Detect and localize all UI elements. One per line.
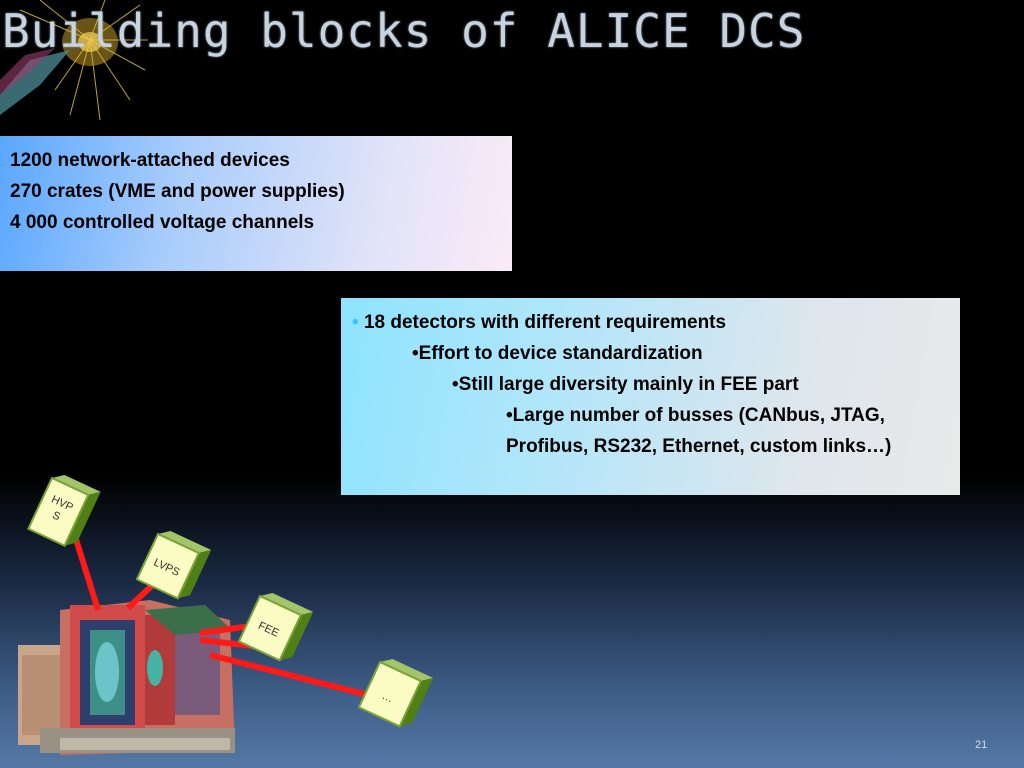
detector-diagram: HVP S LVPS FEE … bbox=[18, 474, 434, 755]
bullet-level-3: •Still large diversity mainly in FEE par… bbox=[452, 374, 799, 395]
summary-line: 4 000 controlled voltage channels bbox=[10, 212, 315, 233]
other-module: … bbox=[357, 658, 434, 728]
summary-line: 270 crates (VME and power supplies) bbox=[10, 181, 345, 202]
module-label: S bbox=[50, 509, 62, 523]
lvps-module: LVPS bbox=[135, 530, 212, 600]
fee-module: FEE bbox=[237, 592, 314, 662]
bullet-level-1: • 18 detectors with different requiremen… bbox=[352, 307, 960, 338]
collision-logo bbox=[0, 0, 148, 121]
page-number: 21 bbox=[975, 739, 988, 751]
alice-detector-illustration bbox=[18, 600, 235, 755]
bullet-text: 18 detectors with different requirements bbox=[363, 312, 727, 333]
slide-title: Building blocks of ALICE DCS bbox=[2, 4, 806, 58]
module-label: … bbox=[380, 690, 395, 706]
hvps-module: HVP S bbox=[27, 474, 101, 547]
bullet-marker: • bbox=[352, 312, 359, 333]
summary-line: 1200 network-attached devices bbox=[10, 150, 290, 171]
bullet-level-2: •Effort to device standardization bbox=[412, 343, 703, 364]
bullet-level-4: •Large number of busses (CANbus, JTAG, P… bbox=[506, 405, 892, 457]
requirements-box: • 18 detectors with different requiremen… bbox=[341, 298, 960, 495]
device-summary-box: 1200 network-attached devices 270 crates… bbox=[0, 136, 512, 271]
